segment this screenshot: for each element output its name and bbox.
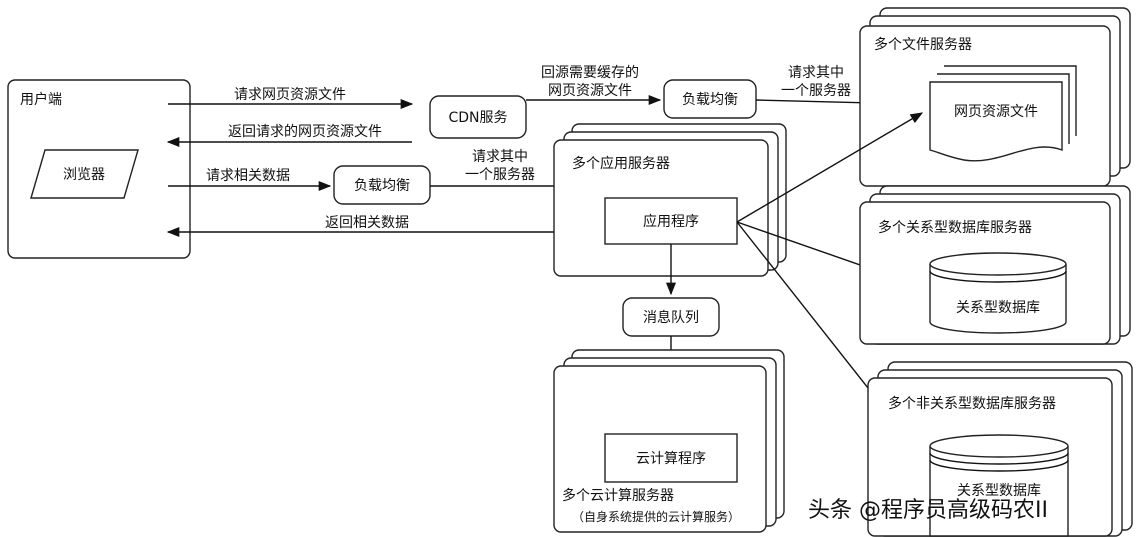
flow-label-line2: 一个服务器 bbox=[465, 167, 535, 183]
rdb-label: 关系型数据库 bbox=[956, 300, 1040, 316]
rdb-cylinder: 关系型数据库 bbox=[929, 252, 1067, 334]
rdb-servers-title: 多个关系型数据库服务器 bbox=[878, 219, 1032, 236]
flow-label: 返回请求的网页资源文件 bbox=[228, 124, 382, 140]
load-balancer-cdn-node: 负载均衡 bbox=[663, 79, 757, 119]
cloud-program-node: 云计算程序 bbox=[604, 433, 738, 483]
load-balancer-label: 负载均衡 bbox=[354, 178, 410, 194]
file-servers-title: 多个文件服务器 bbox=[874, 36, 972, 53]
user-side-title: 用户端 bbox=[20, 91, 62, 108]
flow-label-line2: 一个服务器 bbox=[781, 83, 851, 99]
cloud-servers-title: 多个云计算服务器 bbox=[562, 487, 674, 504]
flow-return-page-files: 返回请求的网页资源文件 bbox=[166, 124, 412, 148]
load-balancer-app-node: 负载均衡 bbox=[333, 165, 431, 205]
nosql-db-label: 关系型数据库 bbox=[957, 483, 1041, 499]
app-program-label: 应用程序 bbox=[643, 213, 699, 230]
arrow-to-file-servers bbox=[736, 112, 924, 223]
message-queue-label: 消息队列 bbox=[643, 309, 699, 326]
page-files-document: 网页资源文件 bbox=[929, 65, 1077, 162]
flow-request-data: 请求相关数据 bbox=[168, 168, 332, 192]
watermark-text: 头条 @程序员高级码农II bbox=[808, 498, 1048, 523]
cdn-service-label: CDN服务 bbox=[448, 110, 507, 126]
flow-request-page-files: 请求网页资源文件 bbox=[168, 87, 414, 110]
flow-label: 返回相关数据 bbox=[325, 215, 409, 231]
flow-return-data: 返回相关数据 bbox=[166, 215, 582, 238]
nosql-cylinder: 关系型数据库 bbox=[929, 434, 1069, 537]
flow-label-line2: 网页资源文件 bbox=[548, 83, 632, 99]
cloud-servers-note: （自身系统提供的云计算服务） bbox=[572, 509, 740, 524]
flow-label-line1: 请求其中 bbox=[472, 149, 528, 165]
nosql-servers-title: 多个非关系型数据库服务器 bbox=[888, 395, 1056, 412]
browser-label: 浏览器 bbox=[63, 167, 105, 183]
browser-node: 浏览器 bbox=[30, 149, 139, 199]
flow-label: 请求相关数据 bbox=[206, 168, 290, 184]
flow-origin-fetch: 回源需要缓存的 网页资源文件 bbox=[526, 65, 662, 106]
flow-label: 请求网页资源文件 bbox=[234, 87, 346, 103]
app-servers-title: 多个应用服务器 bbox=[572, 155, 670, 172]
message-queue-node: 消息队列 bbox=[622, 297, 720, 337]
flow-pick-file-server: 请求其中 一个服务器 bbox=[755, 65, 912, 109]
load-balancer-label: 负载均衡 bbox=[682, 92, 738, 108]
flow-label-line1: 回源需要缓存的 bbox=[541, 65, 639, 81]
cdn-service-node: CDN服务 bbox=[429, 95, 527, 139]
app-program-node: 应用程序 bbox=[604, 197, 738, 245]
cloud-program-label: 云计算程序 bbox=[636, 451, 706, 467]
flow-label-line1: 请求其中 bbox=[788, 65, 844, 81]
page-files-label: 网页资源文件 bbox=[954, 104, 1038, 120]
flow-pick-app-server: 请求其中 一个服务器 bbox=[430, 149, 574, 192]
